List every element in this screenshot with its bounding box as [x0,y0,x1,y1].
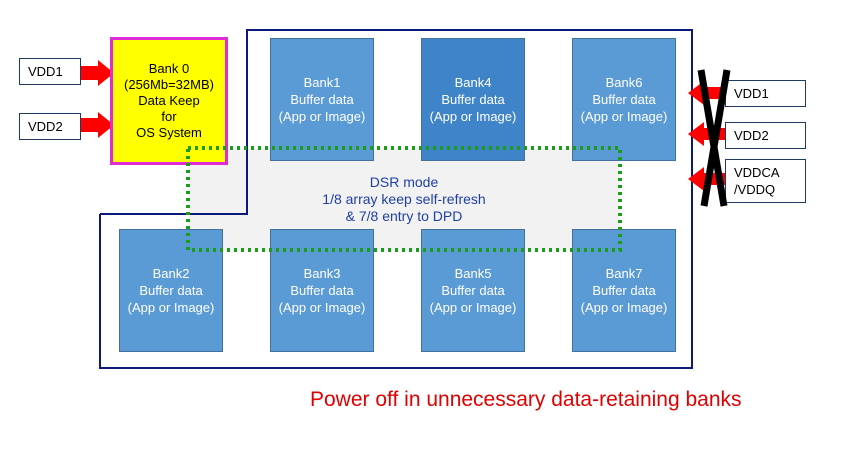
dsr-desc-1: 1/8 array keep self-refresh [322,190,486,207]
caption: Power off in unnecessary data-retaining … [310,388,742,411]
vdd2-right-label: VDD2 [725,122,806,149]
bank2-box: Bank2 Buffer data (App or Image) [119,229,223,352]
bank-name: Bank3 [303,266,341,281]
bank0-purpose-1: Data Keep [138,93,200,108]
bank-desc: Buffer data [441,92,505,107]
bank-desc: Buffer data [592,92,656,107]
bank-desc-detail: (App or Image) [278,109,366,124]
vdd2-left-arrow [80,112,114,138]
bank-desc: Buffer data [139,283,203,298]
bank-desc-detail: (App or Image) [278,300,366,315]
bank-desc: Buffer data [592,283,656,298]
dsr-label: DSR mode 1/8 array keep self-refresh & 7… [188,148,620,250]
bank7-box: Bank7 Buffer data (App or Image) [572,229,676,352]
bank0-box: Bank 0 (256Mb=32MB) Data Keep for OS Sys… [110,37,228,165]
bank-desc: Buffer data [290,283,354,298]
bank-name: Bank4 [454,75,492,90]
bank-desc-detail: (App or Image) [429,300,517,315]
bank-desc-detail: (App or Image) [429,109,517,124]
vdd2-left-label: VDD2 [19,113,81,140]
bank-desc-detail: (App or Image) [580,109,668,124]
bank1-box: Bank1 Buffer data (App or Image) [270,38,374,161]
dsr-desc-2: & 7/8 entry to DPD [345,207,463,224]
dsr-region-fill [188,148,620,250]
bank-desc: Buffer data [290,92,354,107]
bank-desc: Buffer data [441,283,505,298]
bank-name: Bank7 [605,266,643,281]
bank-desc-detail: (App or Image) [127,300,215,315]
bank-name: Bank6 [605,75,643,90]
bank-name: Bank5 [454,266,492,281]
vddca-right-label: VDDCA /VDDQ [725,159,806,203]
vdd1-left-arrow [80,60,114,86]
bank0-size: (256Mb=32MB) [124,77,214,92]
bank-desc-detail: (App or Image) [580,300,668,315]
vdd1-right-label: VDD1 [725,80,806,107]
bank4-box: Bank4 Buffer data (App or Image) [421,38,525,161]
dsr-title: DSR mode [369,173,439,190]
bank0-purpose-3: OS System [136,125,202,140]
bank3-box: Bank3 Buffer data (App or Image) [270,229,374,352]
bank-region-outline [99,29,693,369]
bank-name: Bank1 [303,75,341,90]
bank-name: Bank2 [152,266,190,281]
bank0-title: Bank 0 [148,61,190,76]
bank0-purpose-2: for [161,109,177,124]
vdd1-left-label: VDD1 [19,58,81,85]
bank6-box: Bank6 Buffer data (App or Image) [572,38,676,161]
